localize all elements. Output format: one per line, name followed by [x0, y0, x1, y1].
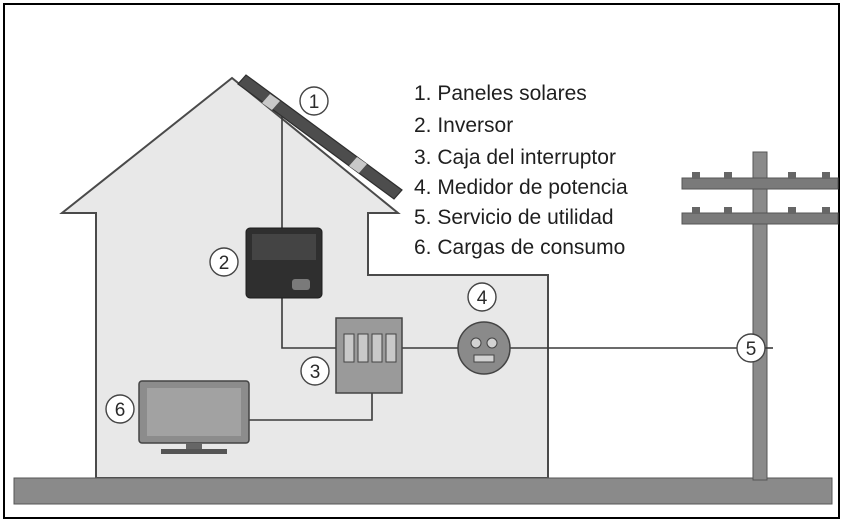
- legend-item-1: 1. Paneles solares: [414, 82, 587, 105]
- legend-item-2: 2. Inversor: [414, 114, 513, 137]
- legend: 1. Paneles solares 2. Inversor 3. Caja d…: [414, 82, 628, 259]
- callout-6: 6: [105, 394, 135, 424]
- power-meter: [457, 321, 511, 375]
- solar-panel: [237, 74, 403, 200]
- callout-1-label: 1: [309, 92, 320, 113]
- legend-item-6: 6. Cargas de consumo: [414, 236, 625, 259]
- inverter: [245, 227, 323, 299]
- callout-3: 3: [300, 356, 330, 386]
- wiring: [248, 112, 773, 421]
- utility-pole: [681, 151, 839, 481]
- callout-3-label: 3: [310, 362, 321, 383]
- callout-4-label: 4: [477, 288, 488, 309]
- callout-1: 1: [299, 86, 329, 116]
- callout-2-label: 2: [219, 253, 230, 274]
- callout-5: 5: [736, 333, 766, 363]
- callout-5-label: 5: [746, 339, 757, 360]
- ground: [13, 477, 833, 505]
- breaker-box: [335, 317, 403, 394]
- legend-item-4: 4. Medidor de potencia: [414, 176, 628, 199]
- tv-load: [138, 380, 250, 454]
- legend-item-5: 5. Servicio de utilidad: [414, 206, 614, 229]
- legend-item-3: 3. Caja del interruptor: [414, 146, 616, 169]
- callout-6-label: 6: [115, 400, 126, 421]
- callout-2: 2: [209, 247, 239, 277]
- callout-4: 4: [467, 282, 497, 312]
